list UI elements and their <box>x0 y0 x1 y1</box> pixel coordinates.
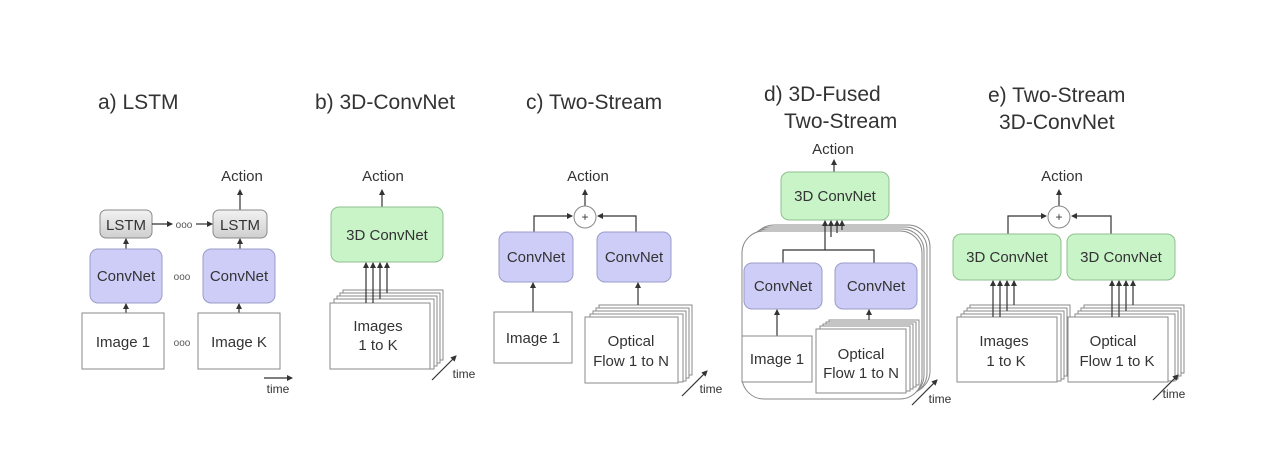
time-label: time <box>700 382 723 396</box>
ellipsis: ooo <box>174 338 191 349</box>
panel-c-two-stream: c) Two-Stream Action + ConvNet ConvNet I… <box>493 91 723 397</box>
convnet-label: ConvNet <box>507 249 566 266</box>
convnet-label: 3D ConvNet <box>346 227 429 244</box>
lstm-label: LSTM <box>106 217 146 234</box>
ellipsis: ooo <box>174 272 191 283</box>
convnet-label: 3D ConvNet <box>1080 249 1163 266</box>
panel-title: a) LSTM <box>98 91 179 114</box>
plus-icon: + <box>1055 210 1062 224</box>
plus-icon: + <box>581 210 588 224</box>
stack-frame-front <box>956 316 1058 383</box>
convnet-label: ConvNet <box>847 278 906 295</box>
flow-stack <box>584 304 693 384</box>
panel-title: Two-Stream <box>784 110 897 133</box>
time-label: time <box>929 392 952 406</box>
image-stack <box>329 289 444 370</box>
images-label: Images <box>353 318 402 335</box>
time-label: time <box>1163 387 1186 401</box>
convnet-label: ConvNet <box>605 249 664 266</box>
panel-b-3d-convnet: b) 3D-ConvNet Action 3D ConvNet Images 1… <box>315 91 476 381</box>
convnet-flow-block <box>596 231 672 283</box>
panel-title: 3D-ConvNet <box>999 111 1115 134</box>
stack-frame-front <box>329 302 431 370</box>
arrow-rgb-to-sum <box>1007 213 1047 234</box>
time-arrow <box>911 379 938 406</box>
action-label: Action <box>1041 168 1083 185</box>
image-1-frame <box>741 335 813 383</box>
time-arrow <box>681 370 708 397</box>
panel-title: e) Two-Stream <box>988 84 1125 107</box>
flow-label: Optical <box>608 333 655 350</box>
action-label: Action <box>221 168 263 185</box>
time-label: time <box>453 367 476 381</box>
convnet-label: ConvNet <box>210 268 269 285</box>
flow-stack <box>1067 304 1185 383</box>
time-arrow <box>1152 374 1179 401</box>
fusion-sum-node <box>573 205 597 229</box>
panel-title: c) Two-Stream <box>526 91 662 114</box>
convnet-label: 3D ConvNet <box>794 188 877 205</box>
time-arrow <box>431 355 457 381</box>
fusion-connector <box>782 249 875 263</box>
fusion-sum-node <box>1047 205 1071 229</box>
image-1-frame <box>81 312 165 370</box>
flow-label: Flow 1 to K <box>1079 353 1154 370</box>
image-1-frame <box>493 311 573 364</box>
lstm-label: LSTM <box>220 217 260 234</box>
flow-label: Flow 1 to N <box>823 365 899 382</box>
image-k-frame <box>197 312 281 370</box>
convnet-label: 3D ConvNet <box>966 249 1049 266</box>
arrow-flow-to-sum <box>1071 213 1112 234</box>
images-label: 1 to K <box>358 337 397 354</box>
image-label: Image 1 <box>750 351 804 368</box>
image-stack <box>956 304 1071 383</box>
images-label: 1 to K <box>986 353 1025 370</box>
stack-frame-front <box>1067 316 1169 383</box>
flow-label: Optical <box>838 346 885 363</box>
convnet-rgb-block <box>498 231 574 283</box>
convnet-label: ConvNet <box>97 268 156 285</box>
panel-title: b) 3D-ConvNet <box>315 91 455 114</box>
image-label: Image K <box>211 334 267 351</box>
flow-label: Optical <box>1090 333 1137 350</box>
stack-frame-front <box>815 328 907 394</box>
action-label: Action <box>362 168 404 185</box>
stack-frame-front <box>584 316 679 384</box>
arrow-rgb-to-sum <box>533 213 573 232</box>
convnet-flow-block <box>834 262 918 310</box>
panel-d-3d-fused-two-stream: d) 3D-Fused Two-Stream Action 3D ConvNet… <box>741 83 952 406</box>
panel-a-lstm: a) LSTM Action LSTM LSTM ooo ConvNet Con… <box>81 91 293 396</box>
image-label: Image 1 <box>506 330 560 347</box>
panel-e-two-stream-3d-convnet: e) Two-Stream 3D-ConvNet Action + 3D Con… <box>952 84 1186 401</box>
convnet-rgb-block <box>743 262 823 310</box>
action-label: Action <box>812 141 854 158</box>
panel-title: d) 3D-Fused <box>764 83 881 106</box>
time-label: time <box>267 382 290 396</box>
ellipsis: ooo <box>176 220 193 231</box>
arrow-flow-to-sum <box>597 213 637 232</box>
flow-stack <box>815 319 920 394</box>
action-label: Action <box>567 168 609 185</box>
convnet-label: ConvNet <box>754 278 813 295</box>
image-label: Image 1 <box>96 334 150 351</box>
images-label: Images <box>979 333 1028 350</box>
flow-label: Flow 1 to N <box>593 353 669 370</box>
